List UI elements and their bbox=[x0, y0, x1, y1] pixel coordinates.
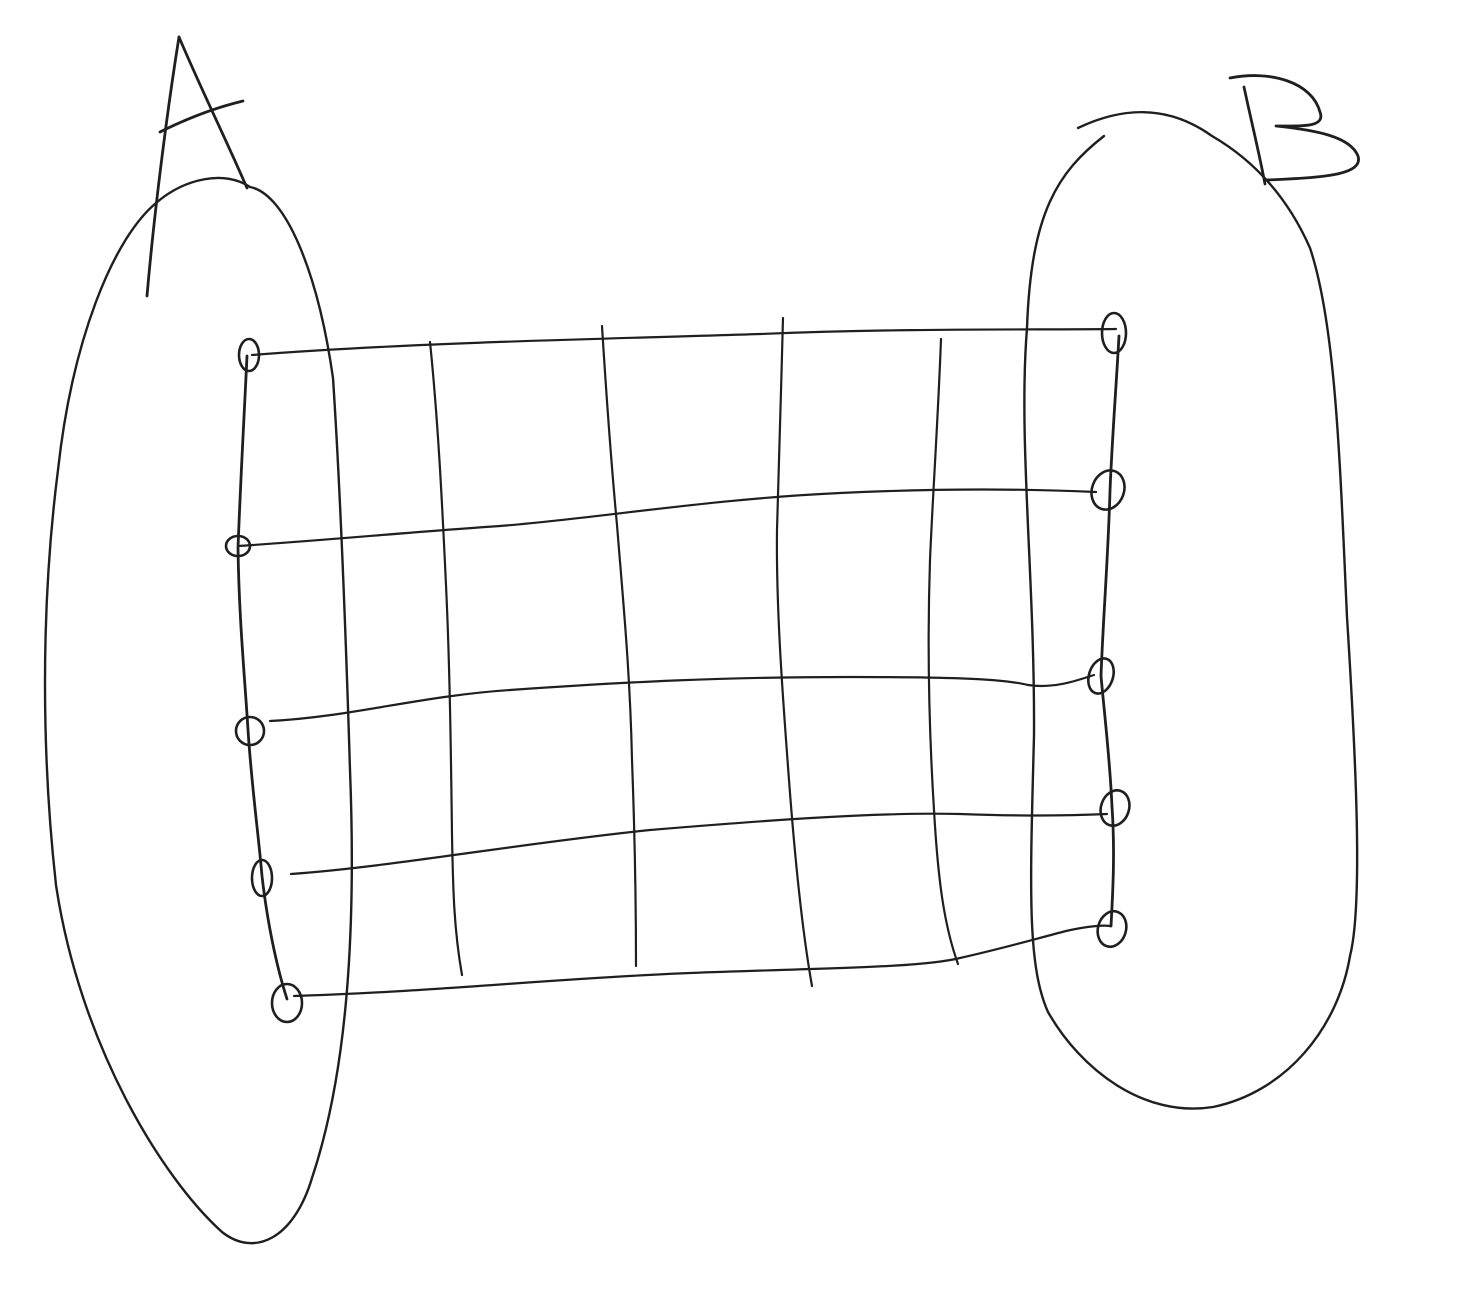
vertices-left bbox=[224, 337, 304, 1024]
vertex-marker bbox=[237, 337, 261, 373]
vertical-line bbox=[775, 316, 814, 988]
horizontal-line bbox=[250, 327, 1118, 357]
vertex-marker bbox=[1096, 909, 1128, 949]
vertical-line bbox=[600, 324, 638, 968]
label-a-text: A bbox=[160, 249, 183, 289]
label-b-bowls bbox=[1228, 74, 1360, 182]
right-path bbox=[1099, 334, 1121, 928]
label-a: A bbox=[145, 35, 249, 298]
vertex-marker bbox=[250, 858, 274, 898]
horizontal-line bbox=[292, 924, 1112, 998]
vertical-line bbox=[428, 340, 464, 977]
vertex-marker bbox=[234, 715, 266, 747]
region-b-outline bbox=[1023, 110, 1359, 1110]
vertical-line bbox=[927, 337, 960, 966]
vertex-marker bbox=[1099, 789, 1131, 827]
horizontal-line bbox=[289, 812, 1109, 876]
region-b: B bbox=[1023, 74, 1360, 1110]
label-b: B bbox=[1228, 74, 1360, 186]
region-a: A bbox=[43, 35, 354, 1245]
left-path bbox=[236, 354, 289, 1001]
label-a-crossbar bbox=[158, 99, 245, 134]
region-a-outline bbox=[43, 176, 354, 1245]
label-b-spine bbox=[1242, 85, 1267, 186]
vertex-marker bbox=[1087, 657, 1115, 695]
label-a-stroke-left bbox=[145, 35, 181, 298]
label-a-stroke-right bbox=[177, 35, 249, 190]
horizontal-line bbox=[268, 673, 1096, 723]
vertex-marker bbox=[1100, 311, 1128, 355]
vertex-marker bbox=[1090, 469, 1126, 511]
grid bbox=[236, 316, 1121, 1001]
vertex-marker bbox=[224, 534, 252, 558]
vertices-right bbox=[1087, 311, 1131, 949]
horizontal-line bbox=[236, 488, 1098, 548]
vertex-marker bbox=[270, 982, 304, 1024]
